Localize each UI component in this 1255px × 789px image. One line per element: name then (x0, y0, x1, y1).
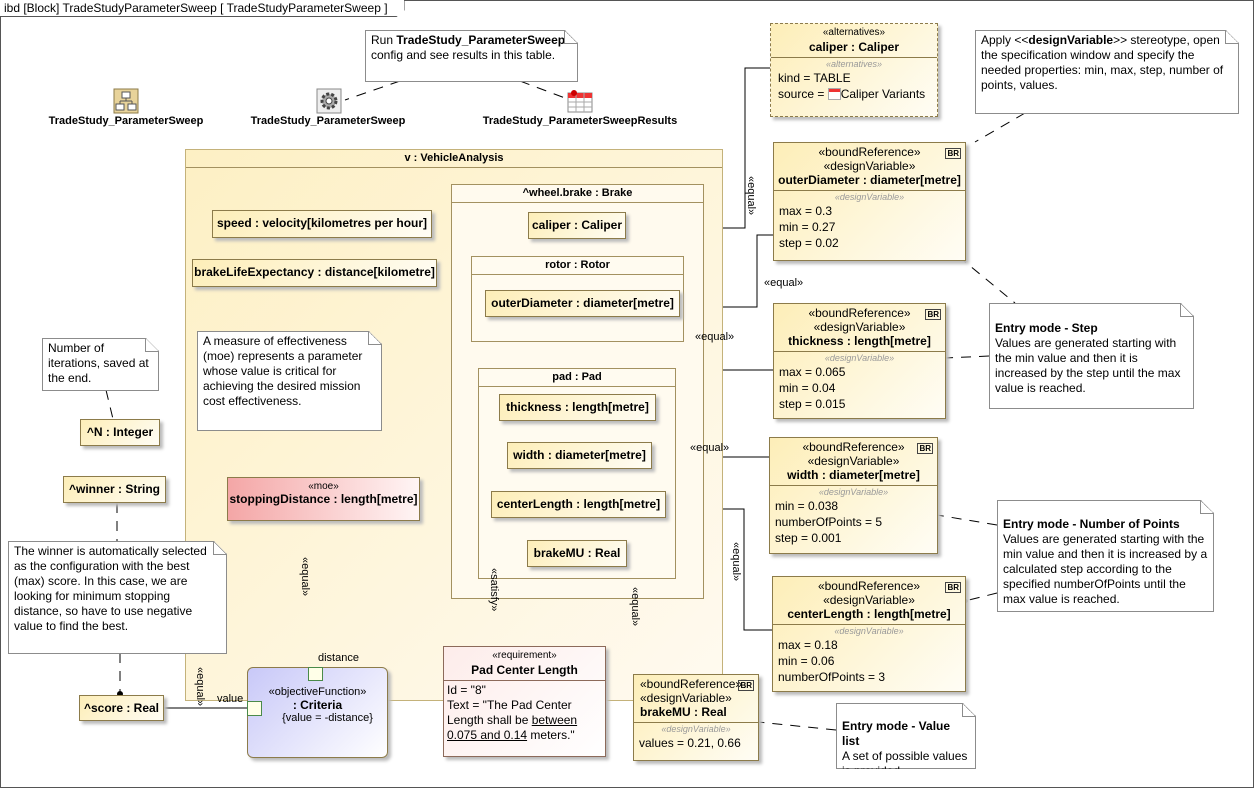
dv-brake-mu[interactable]: BR «boundReference»«designVariable»brake… (633, 674, 759, 761)
anchor-apply (974, 112, 1026, 143)
caliper-part[interactable]: caliper : Caliper (528, 212, 626, 239)
gear-label: TradeStudy_ParameterSweep (250, 115, 406, 127)
diagram-title: ibd [Block] TradeStudyParameterSweep [ T… (0, 0, 405, 17)
anchor-run-table (519, 80, 566, 99)
center-length-property[interactable]: centerLength : length[metre] (491, 491, 666, 518)
note-moe[interactable]: A measure of effectiveness (moe) represe… (197, 331, 382, 431)
dv-outer-diameter[interactable]: BR «boundReference»«designVariable»outer… (773, 142, 966, 261)
anchor-step-outer (957, 255, 1016, 304)
br-icon: BR (925, 309, 941, 320)
equal-label: «equal» (299, 557, 311, 597)
brake-mu-property[interactable]: brakeMU : Real (527, 540, 627, 567)
equal-label: «equal» (194, 667, 206, 707)
distance-port-label: distance (318, 652, 359, 664)
equal-label: «equal» (745, 176, 757, 216)
anchor-points-width (936, 514, 998, 526)
dv-center-length[interactable]: BR «boundReference»«designVariable»cente… (772, 576, 966, 692)
n-parameter[interactable]: ^N : Integer (80, 419, 160, 446)
value-port[interactable] (247, 701, 262, 716)
br-icon: BR (945, 148, 961, 159)
stopping-distance-property[interactable]: «moe» stoppingDistance : length[metre] (227, 477, 420, 521)
vehicle-analysis-title: v : VehicleAnalysis (186, 150, 722, 168)
anchor-valuelist (757, 721, 837, 731)
equal-label: «equal» (764, 277, 804, 289)
block-icon[interactable] (113, 88, 139, 117)
note-run[interactable]: Run TradeStudy_ParameterSweep config and… (365, 30, 578, 82)
winner-parameter[interactable]: ^winner : String (63, 476, 166, 503)
equal-label: «equal» (730, 542, 742, 582)
gear-icon[interactable] (316, 88, 342, 117)
br-icon: BR (917, 443, 933, 454)
equal-label: «equal» (629, 587, 641, 627)
source-link[interactable]: Caliper Variants (840, 87, 926, 101)
brake-life-property[interactable]: brakeLifeExpectancy : distance[kilometre… (192, 259, 437, 287)
table-icon[interactable] (566, 88, 594, 117)
anchor-points-center (964, 592, 998, 602)
anchor-step-thickness (944, 355, 990, 359)
criteria-constraint[interactable]: «objectiveFunction» : Criteria {value = … (247, 667, 388, 758)
distance-port[interactable] (308, 667, 323, 681)
note-winner[interactable]: The winner is automatically selected as … (8, 541, 227, 654)
table-icon (827, 88, 841, 100)
dv-thickness[interactable]: BR «boundReference»«designVariable»thick… (773, 303, 946, 419)
value-port-label: value (217, 693, 244, 705)
satisfy-label: «satisfy» (488, 568, 500, 612)
anchor-run-gear (344, 80, 401, 101)
dv-width[interactable]: BR «boundReference»«designVariable»width… (769, 437, 938, 554)
anchor-iterations (105, 389, 114, 420)
block-label: TradeStudy_ParameterSweep (48, 115, 204, 127)
note-iterations[interactable]: Number of iterations, saved at the end. (42, 338, 159, 391)
br-icon: BR (738, 680, 754, 691)
width-property[interactable]: width : diameter[metre] (507, 442, 652, 469)
speed-property[interactable]: speed : velocity[kilometres per hour] (212, 210, 432, 238)
score-parameter[interactable]: ^score : Real (79, 695, 164, 721)
thickness-property[interactable]: thickness : length[metre] (499, 394, 656, 421)
note-apply[interactable]: Apply <<designVariable>> stereotype, ope… (975, 30, 1239, 114)
br-icon: BR (945, 582, 961, 593)
equal-label: «equal» (690, 442, 730, 454)
table-label: TradeStudy_ParameterSweepResults (482, 115, 678, 127)
requirement-pad-center-length[interactable]: «requirement» Pad Center Length Id = "8"… (443, 646, 606, 757)
alternatives-caliper[interactable]: «alternatives»caliper : Caliper «alterna… (770, 23, 938, 117)
equal-label: «equal» (695, 331, 735, 343)
outer-diameter-property[interactable]: outerDiameter : diameter[metre] (485, 290, 680, 317)
